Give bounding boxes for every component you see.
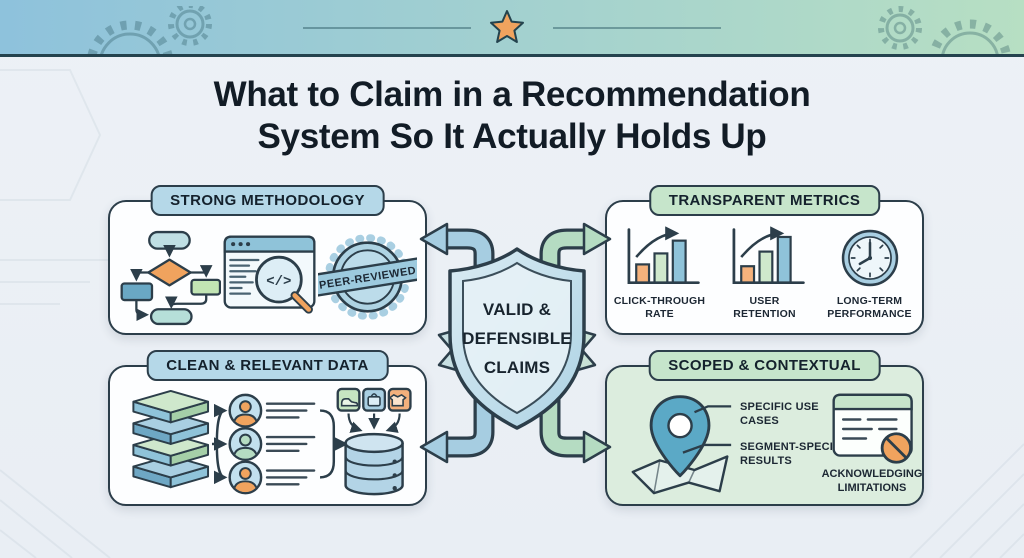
scoped-header: SCOPED & CONTEXTUAL xyxy=(648,350,881,381)
callout-specific-use-cases: SPECIFIC USE CASES xyxy=(740,401,819,428)
metrics-box: TRANSPARENT METRICS CLICK-THROUGH RATE xyxy=(605,185,924,335)
callout-line xyxy=(682,443,732,454)
metric-longterm: LONG-TERM PERFORMANCE xyxy=(818,202,922,321)
metric-label: USER RETENTION xyxy=(733,295,796,321)
flowchart-icon xyxy=(120,230,221,326)
prohibition-icon xyxy=(885,437,907,459)
peer-reviewed-badge-icon: PEER-REVIEWED xyxy=(317,234,417,320)
callout-line xyxy=(694,405,732,414)
bar-chart-icon xyxy=(627,226,700,285)
banner-divider-right xyxy=(553,27,721,29)
shoe-glyph xyxy=(340,398,359,407)
shield-icon xyxy=(437,247,597,430)
center-shield: VALID & DEFENSIBLE CLAIMS xyxy=(437,243,597,433)
star-icon xyxy=(490,10,524,43)
metric-label: LONG-TERM PERFORMANCE xyxy=(827,295,912,321)
clean-data-box: CLEAN & RELEVANT DATA xyxy=(108,350,427,506)
shield-label-line3: CLAIMS xyxy=(483,358,551,378)
bar-chart-icon xyxy=(732,226,805,285)
background-decoration xyxy=(0,469,111,558)
metric-ctr: CLICK-THROUGH RATE xyxy=(608,202,712,321)
background-decoration xyxy=(0,69,120,305)
clock-icon xyxy=(841,229,898,287)
page-title-line1: What to Claim in a Recommendation xyxy=(213,75,811,114)
top-banner xyxy=(0,0,1024,57)
data-pipeline-icon xyxy=(132,387,412,496)
scoped-box: SCOPED & CONTEXTUAL SPECIFIC USE CASES S… xyxy=(605,350,924,506)
limitations-card-icon xyxy=(832,393,913,464)
methodology-box: STRONG METHODOLOGY xyxy=(108,185,427,335)
banner-divider-left xyxy=(303,27,471,29)
metrics-header: TRANSPARENT METRICS xyxy=(648,185,881,216)
background-decoration xyxy=(909,443,1024,558)
limitations-label: ACKNOWLEDGING LIMITATIONS xyxy=(821,468,923,495)
bag-glyph xyxy=(367,396,381,407)
methodology-header: STRONG METHODOLOGY xyxy=(150,185,385,216)
gears-right-icon xyxy=(878,6,1011,54)
code-review-icon: </> xyxy=(223,235,316,314)
gears-left-icon xyxy=(87,6,212,54)
map-pin-icon xyxy=(631,395,732,495)
metric-label: CLICK-THROUGH RATE xyxy=(613,295,706,321)
clean-data-header: CLEAN & RELEVANT DATA xyxy=(146,350,389,381)
shield-label-line1: VALID & xyxy=(482,300,552,319)
page-title-line2: System So It Actually Holds Up xyxy=(257,117,767,156)
tshirt-glyph xyxy=(388,393,407,407)
shield-label-line2: DEFENSIBLE xyxy=(462,329,572,349)
callout-segment-specific: SEGMENT-SPECIFIC RESULTS xyxy=(740,441,852,468)
page-title: What to Claim in a Recommendation System… xyxy=(0,74,1024,158)
metric-retention: USER RETENTION xyxy=(713,202,817,321)
code-glyph: </> xyxy=(266,274,291,290)
